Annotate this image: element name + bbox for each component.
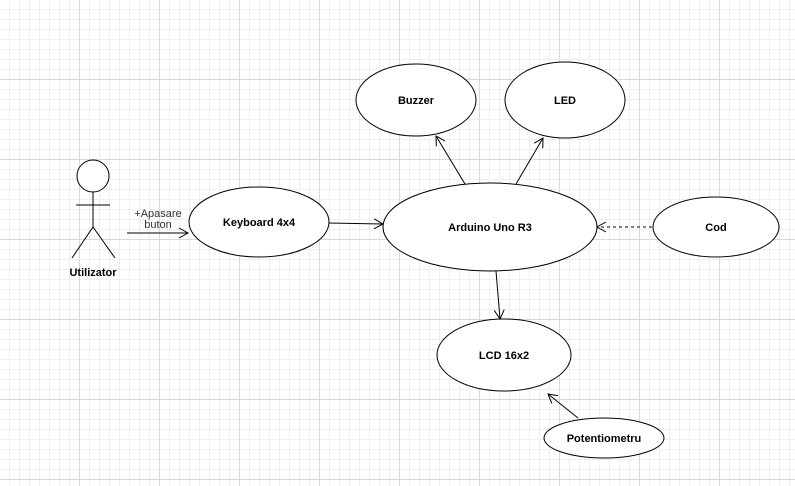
edge-keyboard-arduino[interactable]	[328, 218, 385, 230]
node-potentiometru[interactable]: Potentiometru	[543, 417, 665, 459]
node-keyboard-label: Keyboard 4x4	[223, 217, 296, 229]
node-arduino-label: Arduino Uno R3	[448, 222, 532, 234]
actor-left-leg	[71, 226, 94, 259]
node-led[interactable]: LED	[504, 61, 626, 139]
node-buzzer-label: Buzzer	[398, 95, 435, 107]
node-lcd-label: LCD 16x2	[479, 350, 529, 362]
node-potentiometru-label: Potentiometru	[567, 433, 642, 445]
node-keyboard[interactable]: Keyboard 4x4	[188, 186, 330, 258]
node-led-label: LED	[554, 95, 576, 107]
actor-right-leg	[92, 226, 116, 259]
actor-head	[76, 159, 110, 193]
edge-arduino-led[interactable]	[515, 137, 544, 185]
edge-press-label-line2: buton	[144, 219, 172, 231]
node-lcd[interactable]: LCD 16x2	[436, 318, 572, 392]
node-cod-label: Cod	[705, 222, 726, 234]
edge-potentiometru-lcd[interactable]	[547, 393, 579, 419]
node-cod[interactable]: Cod	[652, 196, 780, 258]
edge-arduino-buzzer[interactable]	[435, 135, 466, 185]
node-arduino[interactable]: Arduino Uno R3	[382, 182, 598, 272]
actor-utilizator[interactable]: Utilizator	[69, 159, 117, 279]
edge-arduino-lcd[interactable]	[493, 270, 505, 321]
node-buzzer[interactable]: Buzzer	[355, 63, 477, 137]
edge-press-label-line1: +Apasare	[134, 208, 181, 220]
actor-label: Utilizator	[69, 267, 117, 279]
